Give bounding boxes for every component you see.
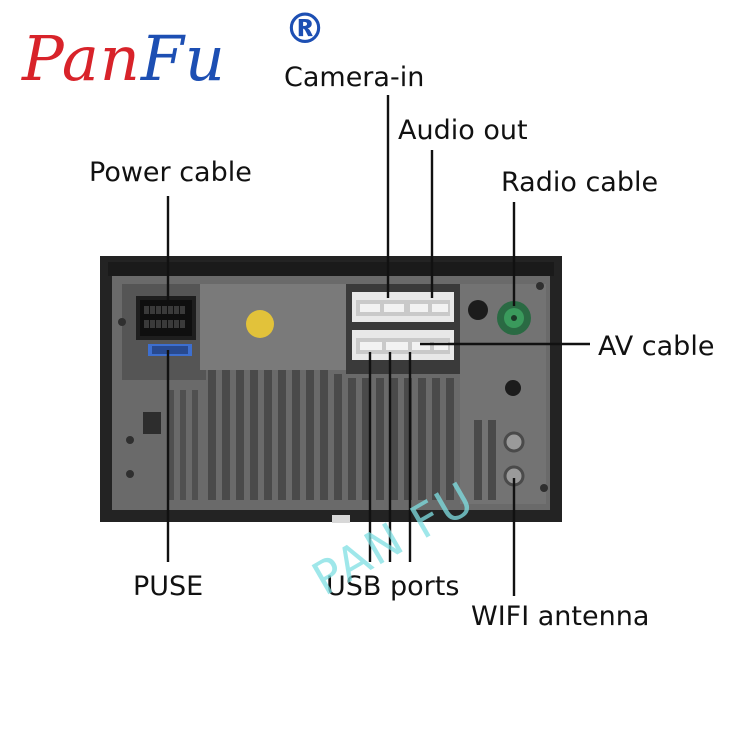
housing-top-ridge [108,262,554,276]
screw [126,436,134,444]
panfu-logo: PanFu [22,28,226,90]
heat-sink-fins [208,370,496,500]
qc-sticker [246,310,274,338]
registered-mark: ® [284,4,326,53]
screw [126,470,134,478]
label-audio-out: Audio out [398,115,528,146]
leader-lines [166,95,590,596]
screw [118,318,126,326]
label-usb-ports: USB ports [326,571,460,602]
label-puse: PUSE [133,571,204,602]
logo-fu: Fu [140,22,226,95]
top-white-connector [352,292,454,322]
screw [536,282,544,290]
small-port [505,380,521,396]
logo-pan: Pan [22,22,141,95]
label-radio-cable: Radio cable [501,167,659,198]
antenna-port-top [503,431,525,453]
power-connector [136,296,196,340]
left-recess [143,412,161,434]
fuse-holder [152,346,188,354]
round-port-black [468,300,488,320]
label-camera-in: Camera-in [284,62,425,93]
left-fins [168,390,198,500]
screw [540,484,548,492]
label-wifi-antenna: WIFI antenna [471,601,650,632]
bottom-clip [332,515,350,523]
radio-port-pin [511,315,517,321]
label-power-cable: Power cable [89,157,252,188]
label-av-cable: AV cable [598,331,715,362]
